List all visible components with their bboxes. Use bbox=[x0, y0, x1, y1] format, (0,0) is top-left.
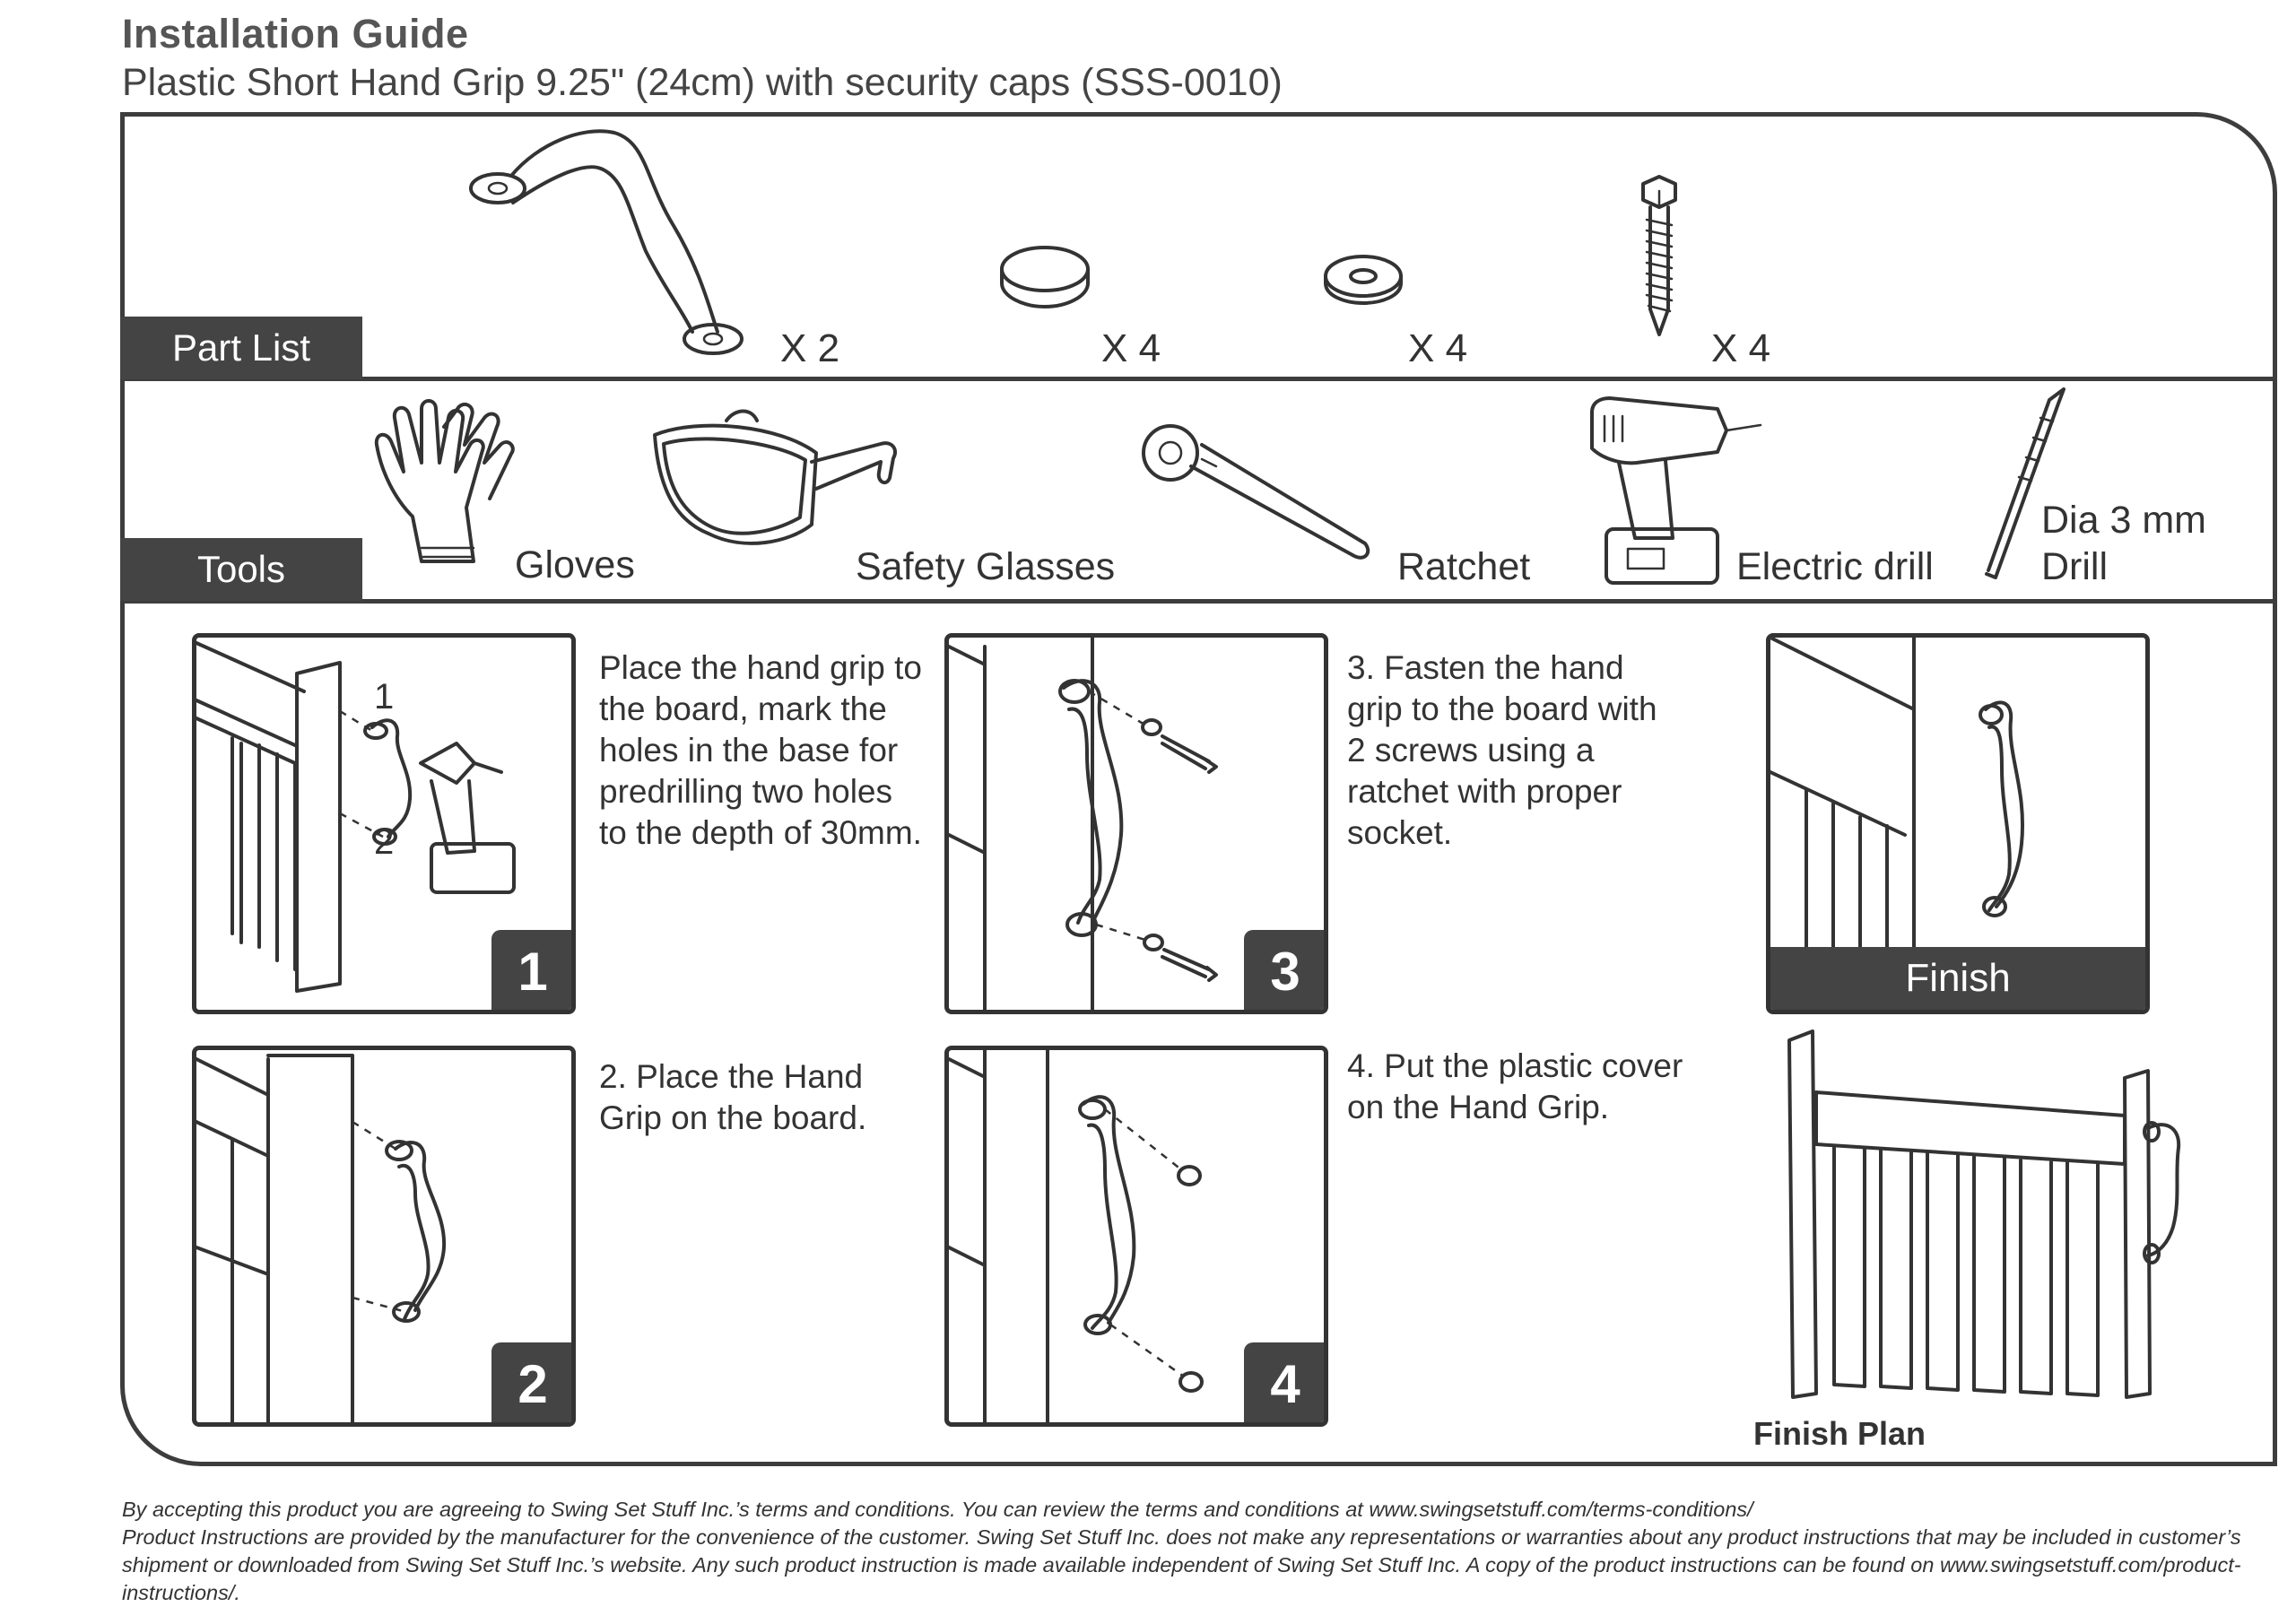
step-1-marker-2: 2 bbox=[374, 822, 395, 862]
drill-bit-icon bbox=[1978, 386, 2076, 583]
hand-grip-icon bbox=[457, 126, 780, 359]
step-4-illustration: 4 bbox=[944, 1046, 1328, 1427]
page-subtitle: Plastic Short Hand Grip 9.25" (24cm) wit… bbox=[122, 61, 1283, 104]
safety-glasses-icon bbox=[646, 408, 906, 569]
washer-icon bbox=[1318, 249, 1408, 312]
step-3-text: 3. Fasten the hand grip to the board wit… bbox=[1347, 649, 1657, 851]
electric-drill-label: Electric drill bbox=[1736, 545, 1934, 588]
step-2-illustration: 2 bbox=[192, 1046, 576, 1427]
tools-label: Tools bbox=[120, 538, 362, 601]
disclaimer: By accepting this product you are agreei… bbox=[122, 1496, 2274, 1607]
security-cap-qty: X 4 bbox=[1101, 326, 1161, 370]
step-1-illustration: 1 2 1 bbox=[192, 633, 576, 1014]
drill-bit-label-line1: Dia 3 mm bbox=[2041, 499, 2206, 542]
gloves-label: Gloves bbox=[515, 543, 635, 586]
step-2-text: 2. Place the Hand Grip on the board. bbox=[599, 1058, 867, 1136]
security-cap-icon bbox=[996, 242, 1094, 314]
step-1-marker-1: 1 bbox=[374, 677, 395, 717]
step-4-text: 4. Put the plastic cover on the Hand Gri… bbox=[1347, 1047, 1683, 1125]
lag-screw-qty: X 4 bbox=[1711, 326, 1771, 370]
instruction-frame bbox=[120, 112, 2277, 1466]
disclaimer-terms: By accepting this product you are agreei… bbox=[122, 1498, 1753, 1521]
ratchet-label: Ratchet bbox=[1397, 545, 1531, 588]
electric-drill-icon bbox=[1583, 395, 1762, 587]
step-4-number-badge: 4 bbox=[1244, 1342, 1324, 1422]
page-title: Installation Guide bbox=[122, 11, 469, 56]
finish-illustration: Finish bbox=[1766, 633, 2150, 1014]
step-3-number-badge: 3 bbox=[1244, 930, 1324, 1010]
part-list-label: Part List bbox=[120, 317, 362, 379]
drill-bit-label-line2: Drill bbox=[2041, 545, 2109, 588]
divider-tools-steps bbox=[120, 599, 2277, 604]
step-1-text: Place the hand grip to the board, mark t… bbox=[599, 649, 922, 851]
ratchet-icon bbox=[1130, 413, 1381, 574]
step-3-illustration: 3 bbox=[944, 633, 1328, 1014]
washer-qty: X 4 bbox=[1408, 326, 1468, 370]
gloves-icon bbox=[359, 391, 529, 570]
disclaimer-instructions: Product Instructions are provided by the… bbox=[122, 1525, 2241, 1604]
safety-glasses-label: Safety Glasses bbox=[856, 545, 1116, 588]
lag-screw-icon bbox=[1632, 175, 1686, 336]
finish-plan-drawing bbox=[1780, 1029, 2193, 1406]
divider-parts-tools bbox=[120, 377, 2277, 381]
step-1-number-badge: 1 bbox=[491, 930, 571, 1010]
finish-plan-label: Finish Plan bbox=[1753, 1415, 1926, 1452]
hand-grip-qty: X 2 bbox=[780, 326, 840, 370]
step-2-number-badge: 2 bbox=[491, 1342, 571, 1422]
finish-label: Finish bbox=[1770, 947, 2145, 1010]
